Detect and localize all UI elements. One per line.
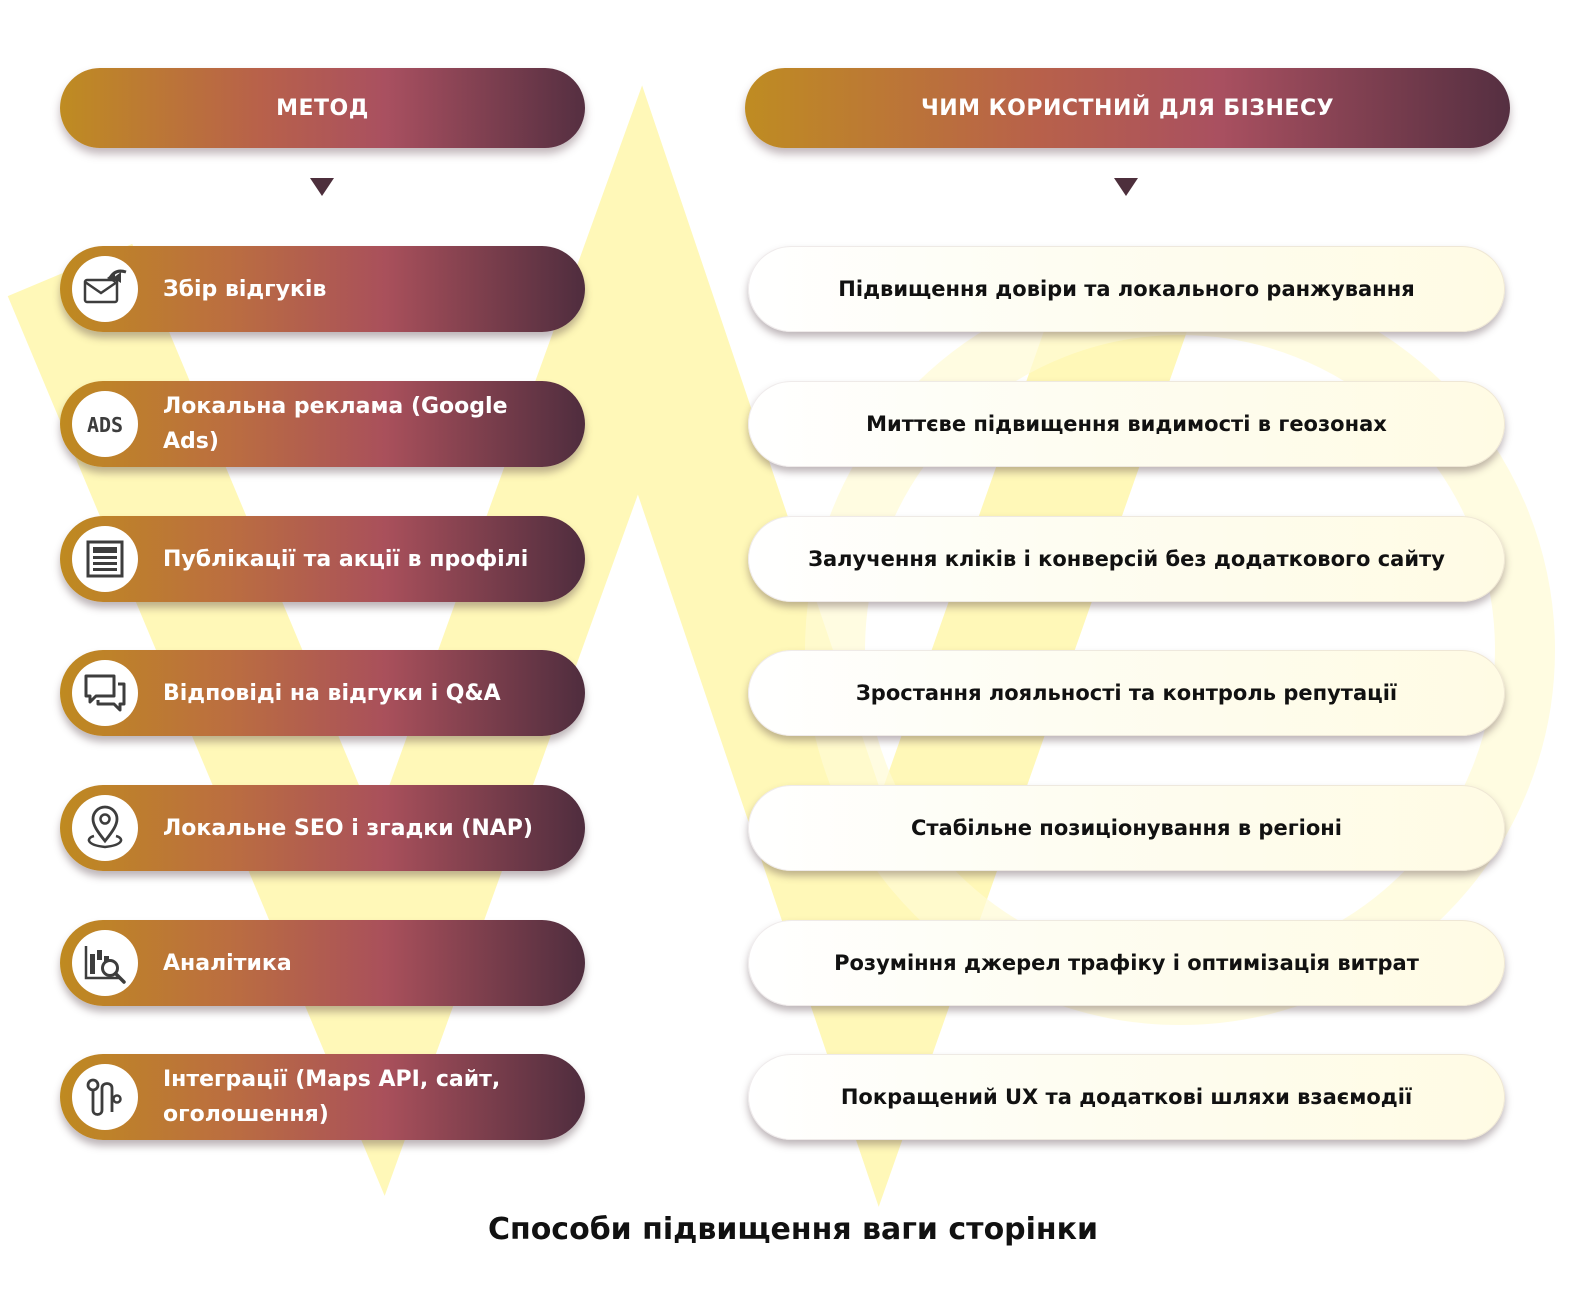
method-label: Інтеграції (Maps API, сайт, оголошення)	[163, 1067, 501, 1127]
method-label: Відповіді на відгуки і Q&A	[163, 680, 501, 706]
benefit-item: Зростання лояльності та контроль репутац…	[748, 650, 1505, 736]
method-item: Публікації та акції в профілі	[60, 516, 585, 602]
chat-icon	[72, 660, 138, 726]
ads-icon: ADS	[72, 391, 138, 457]
benefit-item: Підвищення довіри та локального ранжуван…	[748, 246, 1505, 332]
method-column-header: МЕТОД	[60, 68, 585, 148]
method-down-arrow	[310, 178, 334, 196]
document-icon	[72, 526, 138, 592]
benefit-item: Покращений UX та додаткові шляхи взаємод…	[748, 1054, 1505, 1140]
benefit-column-header: ЧИМ КОРИСТНИЙ ДЛЯ БІЗНЕСУ	[745, 68, 1510, 148]
method-item: Інтеграції (Maps API, сайт, оголошення)	[60, 1054, 585, 1140]
svg-text:ADS: ADS	[87, 413, 123, 437]
method-label: Локальне SEO і згадки (NAP)	[163, 815, 533, 841]
mail-return-icon	[72, 256, 138, 322]
benefit-item: Миттєве підвищення видимості в геозонах	[748, 381, 1505, 467]
method-item: Відповіді на відгуки і Q&A	[60, 650, 585, 736]
method-item: Збір відгуків	[60, 246, 585, 332]
benefit-down-arrow	[1114, 178, 1138, 196]
method-label: Аналітика	[163, 950, 292, 976]
method-item: Аналітика	[60, 920, 585, 1006]
diagram-caption: Способи підвищення ваги сторінки	[487, 1212, 1099, 1247]
method-label: Публікації та акції в профілі	[163, 546, 529, 572]
route-icon	[72, 1064, 138, 1130]
benefit-item: Стабільне позиціонування в регіоні	[748, 785, 1505, 871]
benefit-item: Розуміння джерел трафіку і оптимізація в…	[748, 920, 1505, 1006]
analytics-icon	[72, 930, 138, 996]
benefit-item: Залучення кліків і конверсій без додатко…	[748, 516, 1505, 602]
method-label: Локальна реклама (Google Ads)	[163, 394, 508, 454]
method-item: ADS Локальна реклама (Google Ads)	[60, 381, 585, 467]
method-item: Локальне SEO і згадки (NAP)	[60, 785, 585, 871]
location-pin-icon	[72, 795, 138, 861]
method-label: Збір відгуків	[163, 276, 327, 302]
